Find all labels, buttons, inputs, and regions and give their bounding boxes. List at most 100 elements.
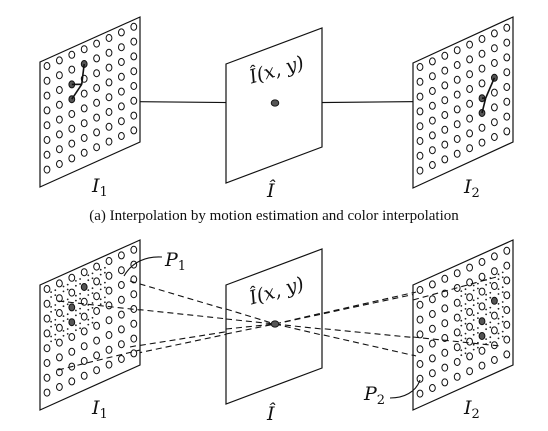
pixel (43, 329, 51, 338)
pixel (466, 337, 474, 346)
pixel (130, 290, 138, 299)
top-right-pixel-grid (416, 23, 511, 175)
pixel (43, 91, 51, 100)
subpixel-sample (91, 277, 94, 280)
pixel (453, 105, 461, 114)
pixel (130, 67, 138, 76)
pixel (503, 38, 511, 47)
subpixel-sample (75, 299, 77, 302)
subpixel-sample (460, 305, 463, 307)
pixel (43, 314, 51, 323)
pixel-filled (478, 317, 486, 326)
pixel (93, 98, 100, 107)
pixel (105, 137, 113, 146)
pixel (118, 355, 125, 363)
subpixel-sample (460, 339, 463, 342)
pixel (441, 304, 449, 313)
pixel (441, 155, 449, 164)
pixel (80, 89, 88, 98)
subpixel-sample (485, 283, 487, 286)
pixel (56, 368, 63, 377)
pixel (453, 343, 461, 352)
pixel (43, 165, 51, 174)
pixel (491, 103, 498, 112)
subpixel-sample (87, 274, 90, 277)
pixel (93, 351, 100, 360)
subpixel-sample (501, 301, 504, 303)
pixel (56, 86, 63, 94)
pixel (118, 266, 125, 275)
subpixel-sample (54, 294, 57, 296)
pixel (68, 154, 76, 163)
top-left-panel (39, 16, 141, 188)
subpixel-sample (477, 312, 479, 315)
pixel (453, 313, 461, 322)
subpixel-sample (54, 289, 57, 292)
subpixel-sample (99, 283, 102, 286)
pixel (429, 87, 436, 95)
subpixel-sample (497, 337, 500, 340)
pixel (503, 127, 511, 136)
pixel (56, 71, 63, 80)
subpixel-sample (485, 328, 487, 331)
pixel (56, 383, 63, 391)
pixel (466, 367, 474, 376)
subpixel-sample (91, 307, 94, 309)
subpixel-sample (477, 346, 479, 349)
pixel (43, 76, 51, 85)
subpixel-sample (91, 287, 94, 290)
subpixel-sample (62, 305, 65, 308)
pixel (441, 319, 449, 328)
subpixel-sample (464, 317, 467, 320)
pixel (118, 43, 125, 52)
pixel (93, 277, 100, 286)
pixel (429, 310, 436, 318)
pixel (466, 263, 474, 272)
subpixel-sample (50, 320, 52, 323)
pixel (43, 62, 51, 70)
pixel (118, 117, 125, 126)
pixel (453, 46, 461, 55)
pixel (118, 87, 125, 96)
subpixel-sample (104, 281, 106, 284)
pixel (130, 334, 138, 343)
pixel (93, 113, 100, 122)
pixel (491, 311, 498, 320)
subpixel-sample (497, 303, 500, 305)
pixel (453, 298, 461, 307)
pixel (478, 123, 486, 132)
bottom-right-pixel-grid (416, 246, 511, 398)
pixel (130, 96, 138, 105)
top-right-panel (412, 16, 514, 189)
bottom-left-overlay-lines (57, 280, 141, 371)
pixel-link (481, 97, 487, 114)
pixel (478, 361, 486, 370)
bottom-left-panel (39, 239, 141, 411)
pixel (43, 136, 51, 144)
subpixel-sample (62, 334, 65, 337)
pixel (429, 369, 436, 378)
pixel (118, 132, 125, 140)
pixel (105, 48, 113, 57)
subpixel-sample (497, 273, 500, 276)
p2-leader-line (389, 379, 421, 399)
subpixel-sample (460, 295, 463, 297)
subpixel-sample (104, 301, 106, 304)
subpixel-sample (477, 327, 479, 329)
subpixel-sample (54, 309, 57, 311)
pixel (68, 124, 76, 133)
subpixel-sample (501, 271, 504, 274)
pixel (429, 161, 436, 169)
pixel (68, 273, 76, 282)
subpixel-sample (66, 288, 69, 291)
pixel (93, 366, 100, 375)
subpixel-sample (497, 317, 500, 320)
pixel (478, 258, 486, 266)
pixel (478, 272, 486, 281)
subpixel-sample (464, 322, 467, 325)
pixel (503, 112, 511, 121)
subpixel-sample (87, 323, 90, 326)
pixel (43, 121, 51, 130)
subpixel-sample (104, 271, 106, 274)
subpixel-sample (460, 324, 463, 327)
